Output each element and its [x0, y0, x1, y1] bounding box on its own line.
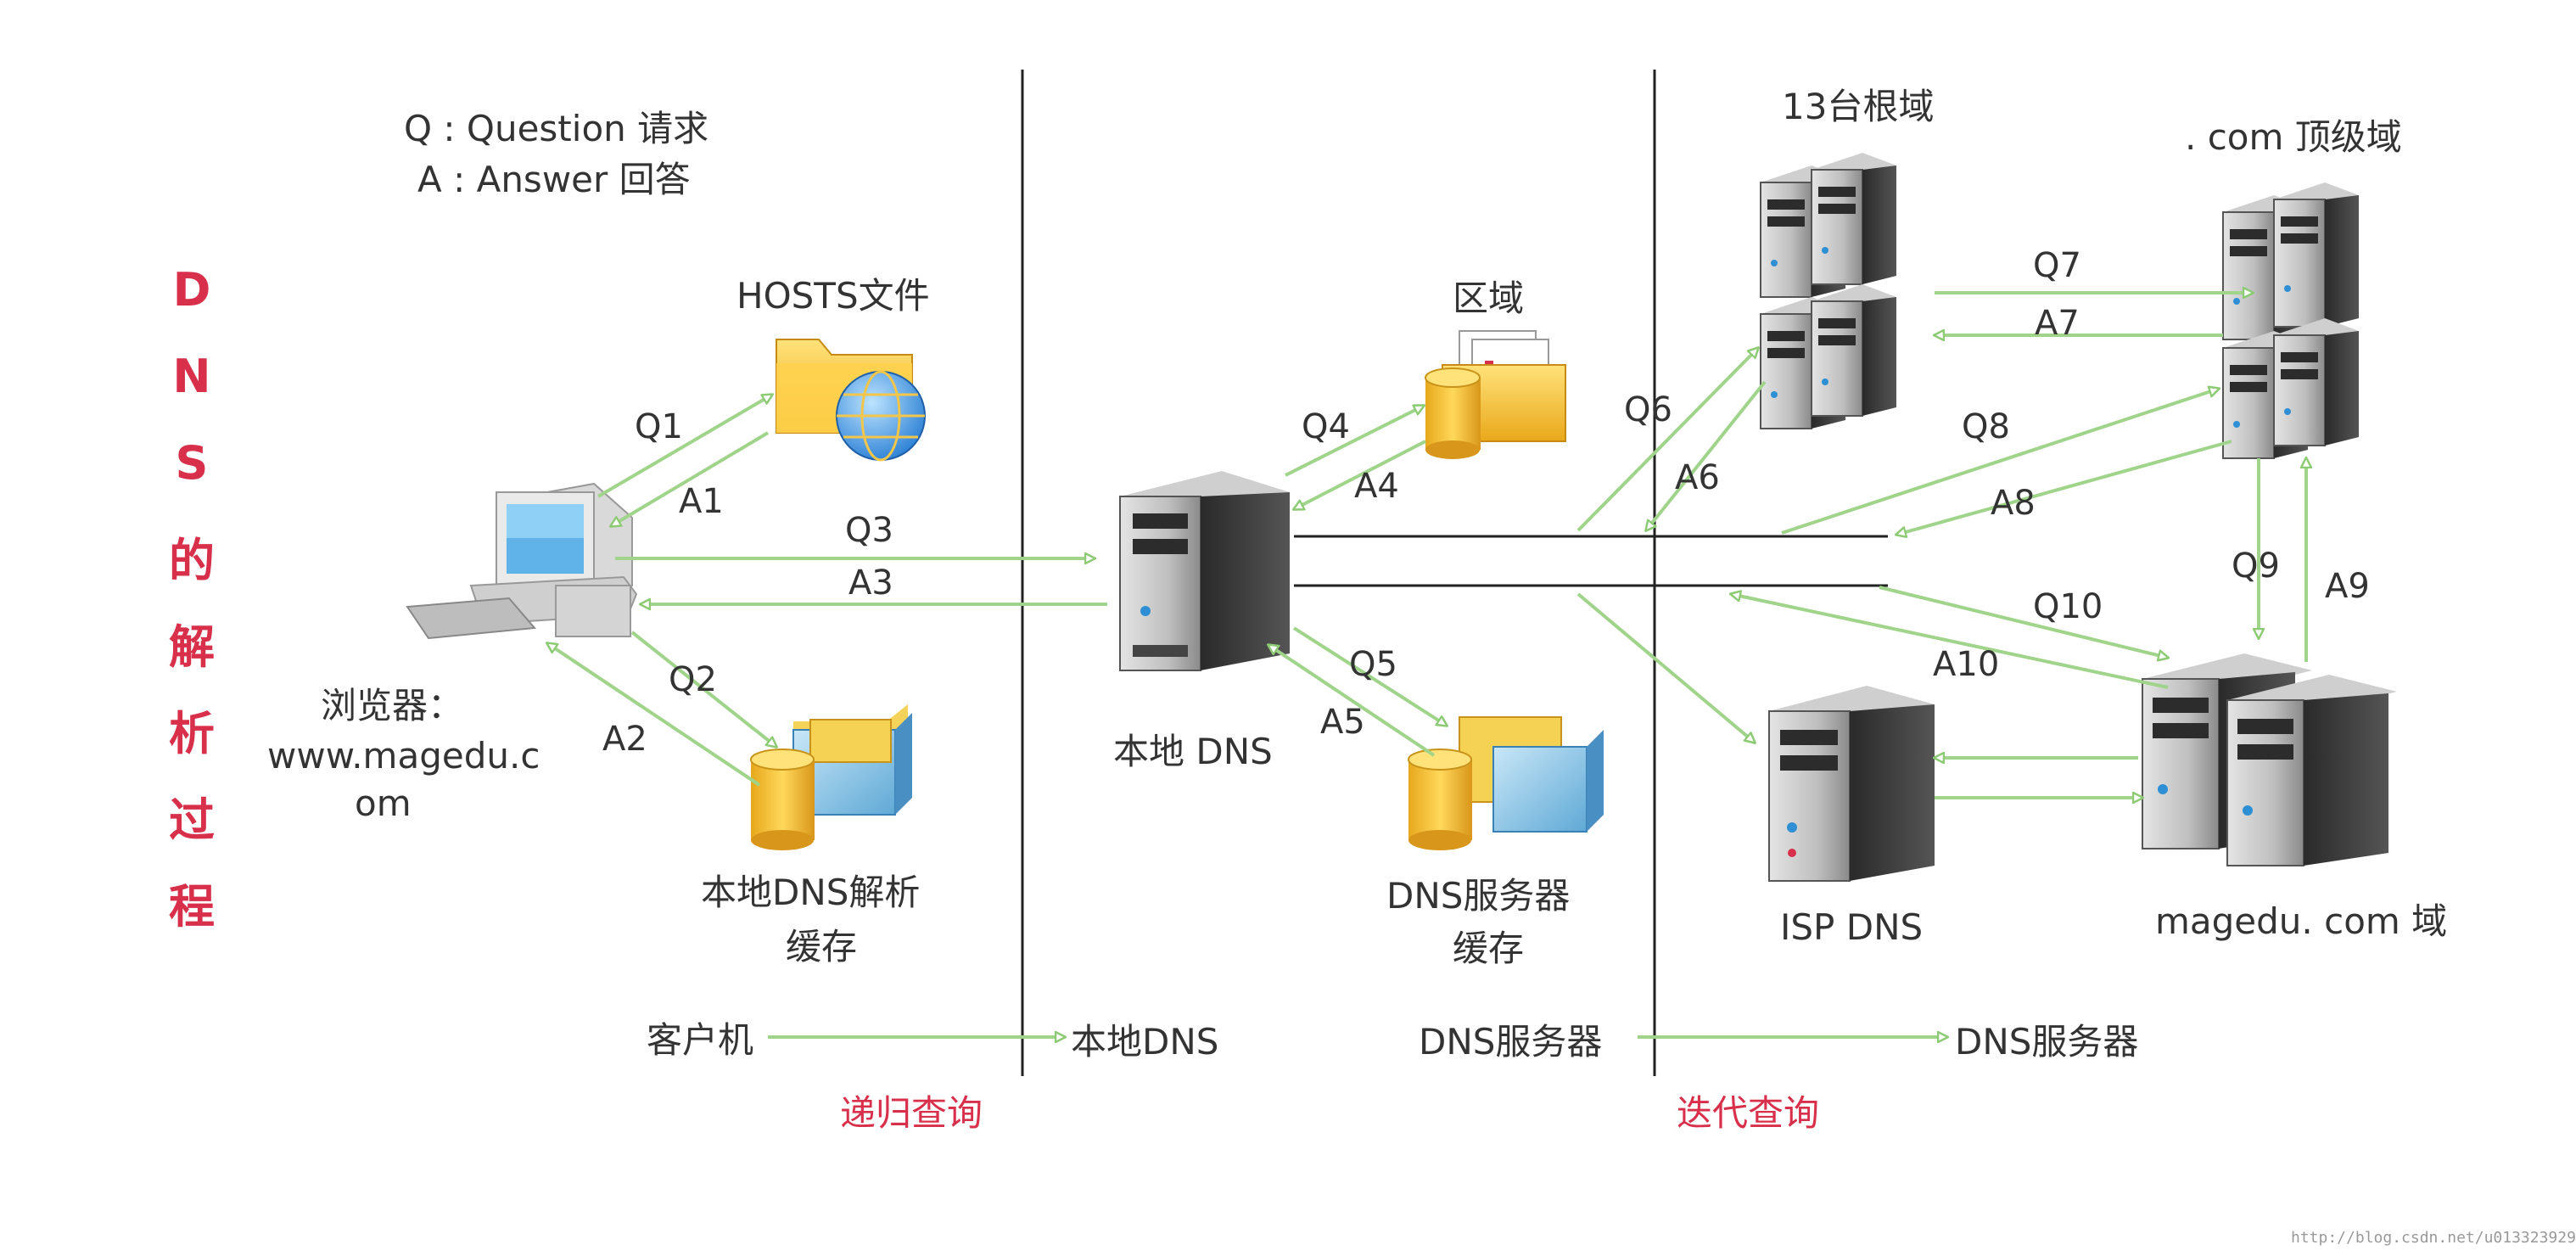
- root-servers-icon: [1760, 153, 1896, 429]
- dns-server-cache-icon: [1408, 716, 1604, 850]
- arrow-q4: [1285, 404, 1424, 477]
- arrow-a2: [547, 643, 761, 787]
- legend-question: Q : Question 请求: [404, 108, 709, 149]
- bottom-local-dns-label: 本地DNS: [1071, 1021, 1219, 1063]
- label-a9: A9: [2325, 567, 2370, 606]
- local-cache-label-line1: 本地DNS解析: [701, 872, 921, 913]
- arrow-a6: [1646, 380, 1767, 530]
- label-a2: A2: [602, 720, 647, 759]
- label-a10: A10: [1933, 645, 2000, 684]
- title-char: 的: [169, 534, 215, 587]
- arrow-q1: [596, 395, 772, 498]
- title-char: 析: [169, 707, 215, 760]
- label-a3: A3: [848, 564, 893, 603]
- bottom-client-label: 客户机: [647, 1019, 754, 1061]
- local-dns-server-icon: [1119, 471, 1290, 671]
- arrow-q6: [1576, 348, 1758, 532]
- root-label: 13台根域: [1782, 86, 1935, 127]
- dns-cache-label-line2: 缓存: [1453, 928, 1525, 969]
- label-a5: A5: [1320, 703, 1365, 742]
- client-computer-icon: [406, 482, 638, 640]
- label-a6: A6: [1675, 458, 1720, 497]
- isp-dns-label: ISP DNS: [1780, 906, 1924, 948]
- title-char: 程: [169, 880, 215, 934]
- com-tld-label: . com 顶级域: [2185, 116, 2402, 158]
- legend-answer: A : Answer 回答: [417, 159, 691, 200]
- label-q1: Q1: [635, 407, 683, 446]
- title-char: 过: [169, 793, 215, 847]
- recursive-query-label: 递归查询: [840, 1092, 983, 1134]
- bottom-dns-server-to: DNS服务器: [1955, 1021, 2139, 1063]
- browser-url-line1: www.magedu.c: [267, 735, 540, 777]
- hosts-file-icon: [776, 339, 926, 462]
- title-char: D: [172, 263, 211, 317]
- watermark: http://blog.csdn.net/u013323929: [2291, 1229, 2576, 1247]
- label-q4: Q4: [1302, 407, 1350, 446]
- label-a8: A8: [1991, 484, 2036, 523]
- browser-url-line2: om: [355, 782, 412, 824]
- local-dns-cache-icon: [750, 704, 912, 850]
- dns-cache-label-line1: DNS服务器: [1386, 875, 1571, 917]
- label-q2: Q2: [669, 660, 717, 699]
- arrow-to-isp: [1576, 592, 1755, 743]
- arrow-a8: [1896, 440, 2232, 535]
- local-dns-label: 本地 DNS: [1113, 731, 1273, 772]
- com-tld-servers-icon: [2222, 182, 2359, 459]
- iterative-query-label: 迭代查询: [1677, 1092, 1820, 1134]
- label-a4: A4: [1354, 467, 1399, 506]
- label-q6: Q6: [1624, 390, 1672, 429]
- arrow-q5: [1292, 626, 1447, 726]
- hosts-file-label: HOSTS文件: [736, 275, 930, 317]
- browser-label: 浏览器：: [321, 685, 464, 726]
- arrow-a4: [1294, 440, 1426, 511]
- arrow-a5: [1268, 645, 1436, 757]
- magedu-domain-label: magedu. com 域: [2155, 900, 2448, 942]
- label-q8: Q8: [1962, 407, 2010, 446]
- isp-dns-server-icon: [1768, 686, 1935, 882]
- title-char: 解: [169, 620, 215, 674]
- magedu-servers-icon: [2142, 653, 2397, 866]
- local-cache-label-line2: 缓存: [786, 926, 858, 967]
- label-q7: Q7: [2033, 246, 2081, 285]
- label-q9: Q9: [2232, 547, 2280, 586]
- arrow-a1: [611, 431, 770, 526]
- label-q5: Q5: [1349, 645, 1397, 684]
- query-answer-arrows: [547, 293, 2306, 1037]
- arrow-a10: [1731, 594, 2169, 689]
- arrow-q8: [1781, 389, 2219, 535]
- bottom-dns-server-from: DNS服务器: [1419, 1021, 1603, 1063]
- title-char: N: [172, 350, 211, 403]
- label-q3: Q3: [845, 511, 893, 550]
- arrow-q10: [1879, 586, 2168, 658]
- label-a1: A1: [679, 482, 724, 521]
- label-q10: Q10: [2033, 587, 2103, 626]
- title-char: S: [175, 436, 209, 490]
- label-a7: A7: [2035, 304, 2080, 343]
- zone-icon: [1425, 330, 1566, 459]
- arrow-q2: [630, 631, 776, 747]
- zone-label: 区域: [1453, 278, 1525, 319]
